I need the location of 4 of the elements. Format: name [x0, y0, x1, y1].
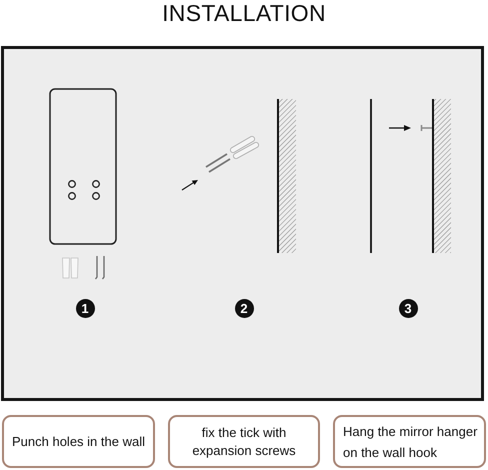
title: INSTALLATION [162, 0, 326, 27]
step-caption: Hang the mirror hanger on the wall hook [333, 415, 486, 468]
step-caption: fix the tick with expansion screws [168, 415, 320, 468]
step-caption: Punch holes in the wall [2, 415, 155, 468]
